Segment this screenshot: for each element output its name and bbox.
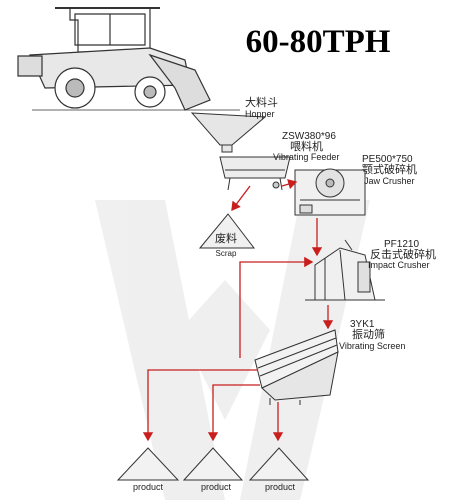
impact-en-label: Impact Crusher xyxy=(368,260,430,270)
impact-zh-label: 反击式破碎机 xyxy=(370,247,436,261)
flow-arrows xyxy=(142,179,334,442)
scrap-pile-icon xyxy=(198,213,256,249)
product-piles xyxy=(116,447,310,481)
arrow-feeder-to-scrap xyxy=(231,185,251,212)
feeder-icon xyxy=(219,156,291,191)
feeder-zh-label: 喂料机 xyxy=(290,139,323,153)
product-pile-3 xyxy=(248,447,310,481)
screen-en-label: Vibrating Screen xyxy=(339,341,405,351)
screen-zh-label: 振动筛 xyxy=(352,327,385,341)
feeder-model-label: ZSW380*96 xyxy=(282,131,336,142)
arrow-screen-to-product-2 xyxy=(207,384,260,442)
product-pile-2 xyxy=(182,447,244,481)
jaw-en-label: Jaw Crusher xyxy=(364,176,415,186)
hopper-icon xyxy=(190,112,267,153)
jaw-zh-label: 颚式破碎机 xyxy=(362,162,417,176)
jaw-crusher-icon xyxy=(294,168,366,216)
hopper-zh-label: 大料斗 xyxy=(245,95,278,109)
screen-model-label: 3YK1 xyxy=(350,319,375,330)
arrow-screen-to-product-1 xyxy=(142,369,258,442)
product-label-3: product xyxy=(265,482,296,492)
page-title: 60-80TPH xyxy=(246,24,391,60)
product-pile-1 xyxy=(116,447,180,481)
loader-icon xyxy=(17,7,211,111)
feeder-en-label: Vibrating Feeder xyxy=(273,152,339,162)
vibrating-screen-icon xyxy=(254,329,339,405)
arrow-feeder-to-jaw xyxy=(281,179,298,190)
jaw-model-label: PE500*750 xyxy=(362,154,413,165)
product-label-1: product xyxy=(133,482,164,492)
hopper-en-label: Hopper xyxy=(245,109,275,119)
product-label-2: product xyxy=(201,482,232,492)
arrow-screen-return xyxy=(239,256,314,358)
scrap-en-label: Scrap xyxy=(216,249,237,258)
impact-crusher-icon xyxy=(305,239,385,301)
impact-model-label: PF1210 xyxy=(384,239,419,250)
scrap-zh-label: 废料 xyxy=(215,231,237,245)
